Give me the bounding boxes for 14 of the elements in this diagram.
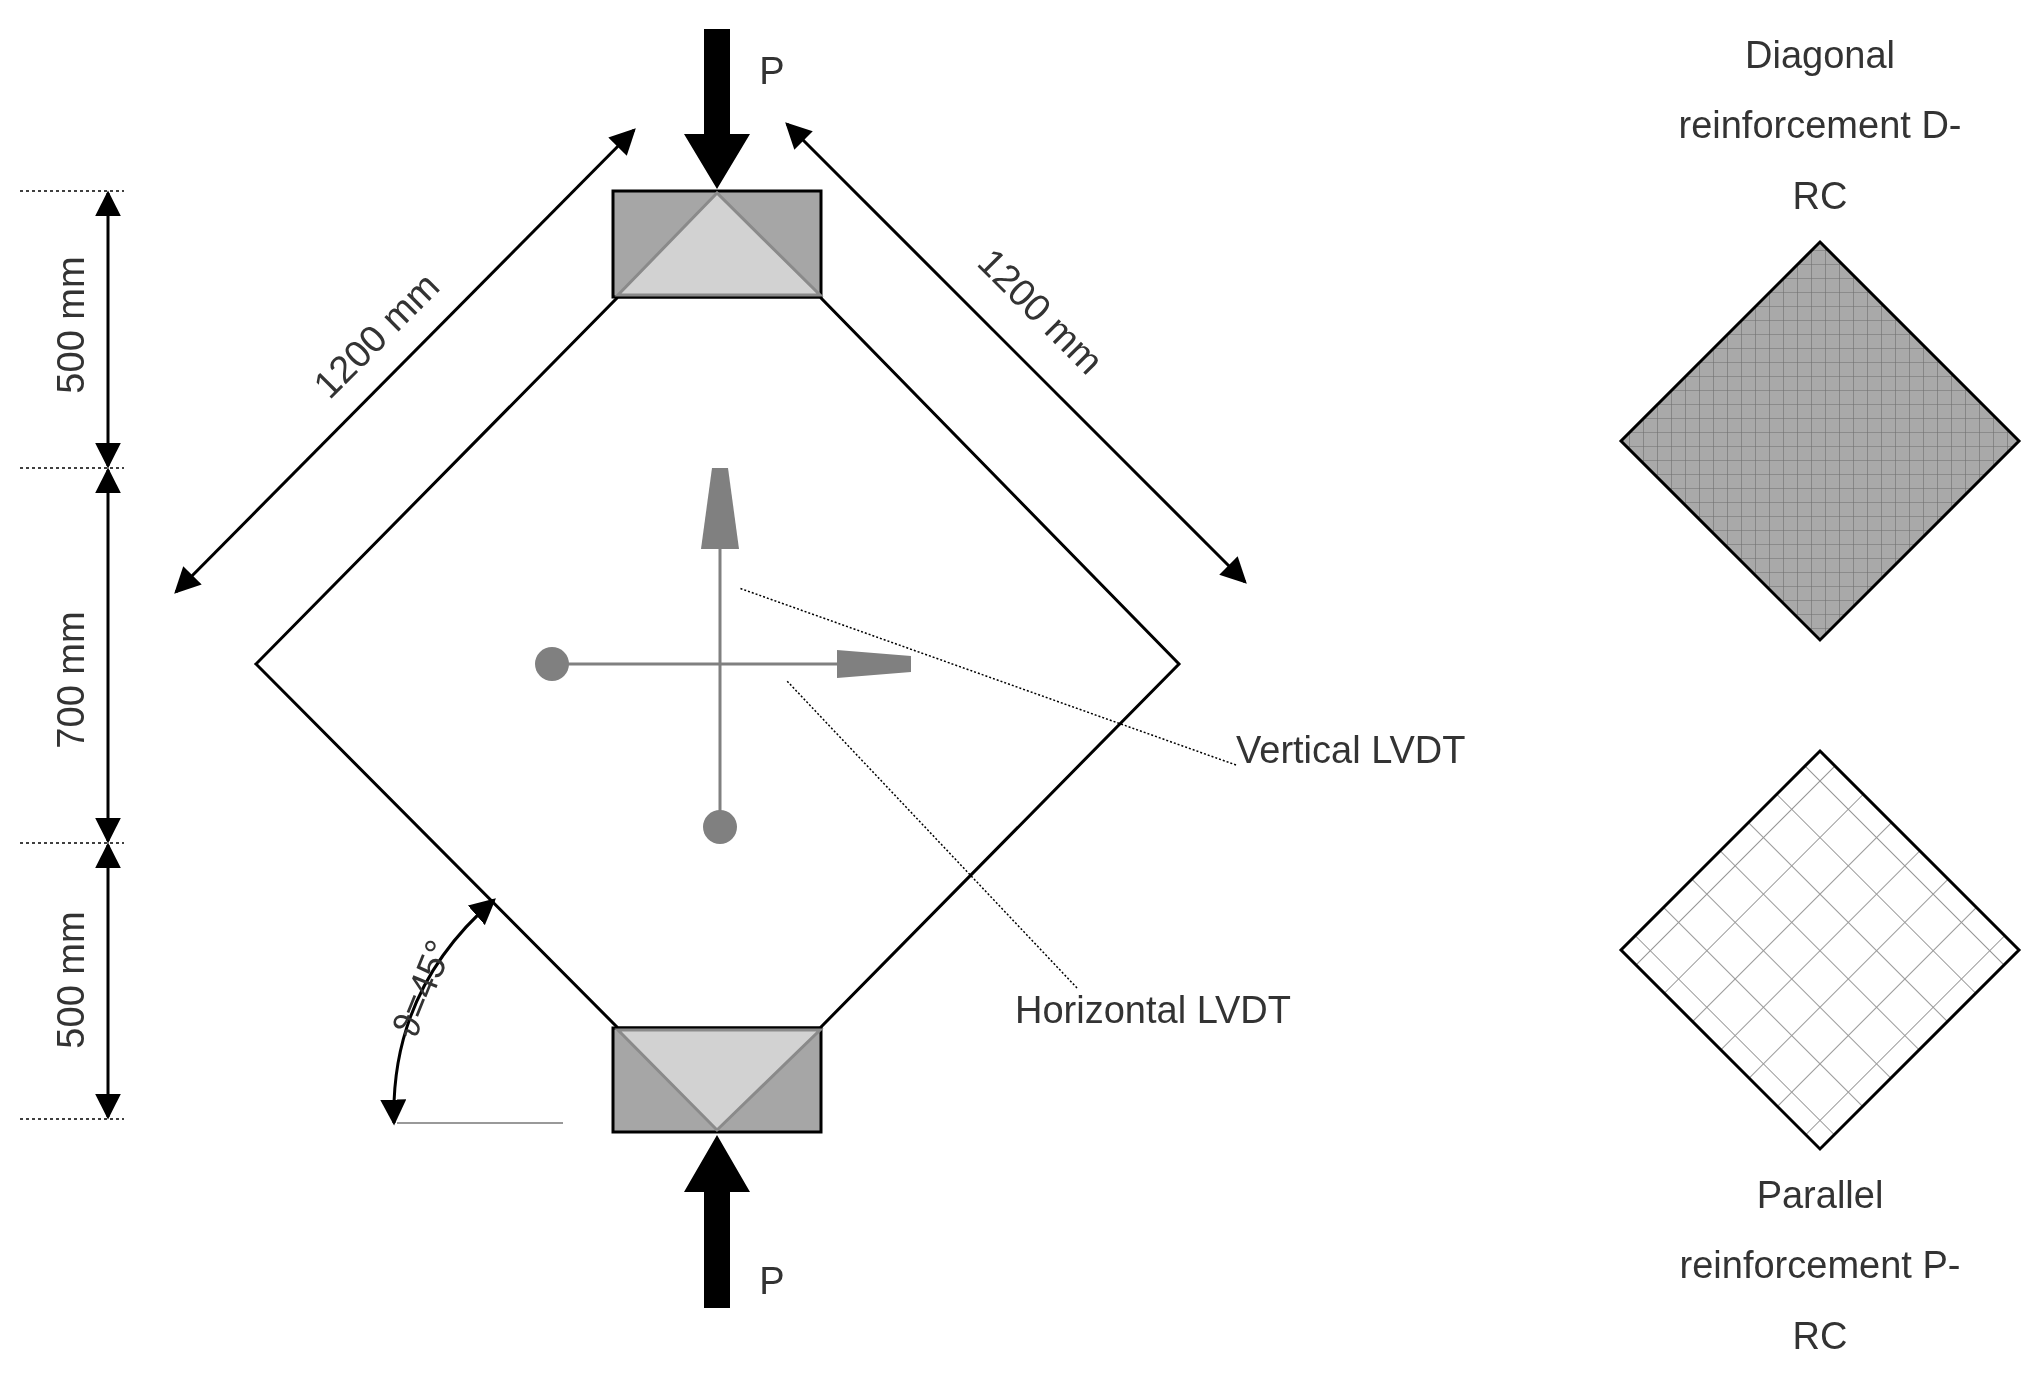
callout-text: Horizontal LVDT [1015, 988, 1291, 1034]
leader-line [786, 680, 1078, 989]
sensor-drawing [701, 468, 739, 844]
load-label: P [759, 51, 785, 93]
angle-label: ϑ=45° [384, 934, 462, 1044]
panel-title: Parallel reinforcement P-RC [1678, 1173, 1962, 1359]
dimension-label: 500 mm [51, 911, 93, 1049]
dimension-label: 500 mm [51, 256, 93, 394]
load-label: P [759, 1261, 785, 1303]
callout-text: Vertical LVDT [1236, 728, 1466, 774]
leader-line [738, 587, 1237, 766]
panel-title: Diagonal reinforcement D-RC [1677, 33, 1963, 219]
sensor-drawing [535, 647, 911, 681]
dimension-label: 700 mm [51, 611, 93, 749]
